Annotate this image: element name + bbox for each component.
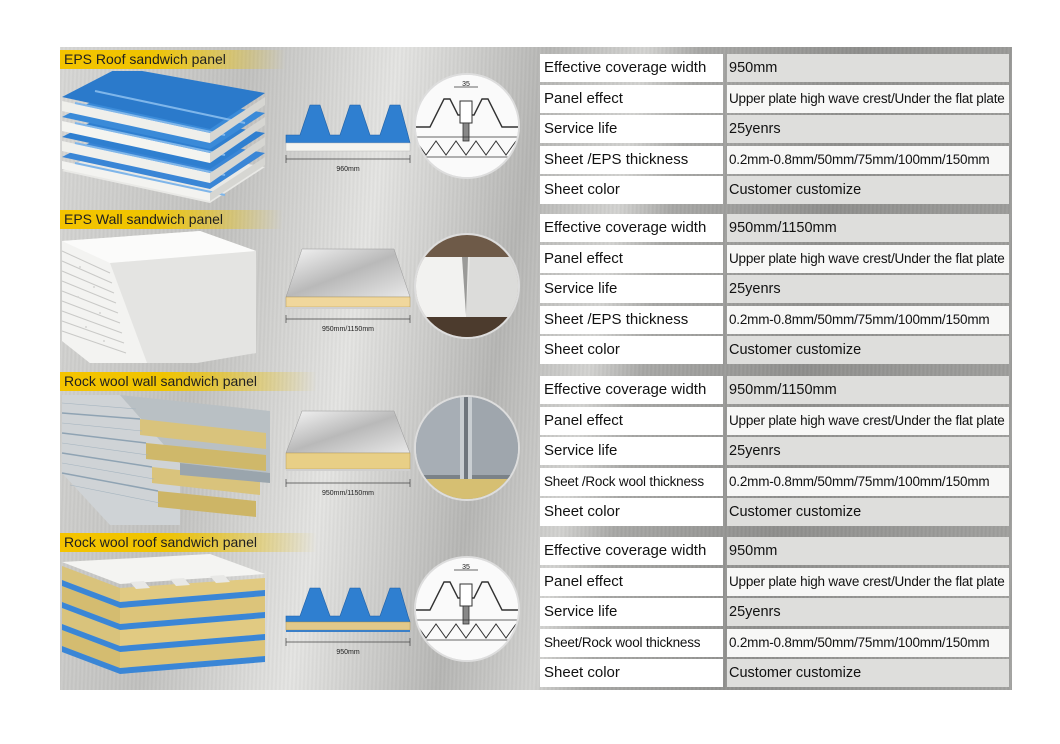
spec-value: 950mm bbox=[727, 537, 1009, 565]
panel-section-rock-wool-wall: Rock wool wall sandwich panel bbox=[60, 369, 1012, 530]
callout-dimension: 35 bbox=[462, 81, 470, 88]
dimension-label: 950mm/1150mm bbox=[322, 326, 374, 333]
spec-label: Sheet /EPS thickness bbox=[540, 305, 723, 334]
spec-value: Upper plate high wave crest/Under the fl… bbox=[727, 406, 1009, 435]
spec-value: 25yenrs bbox=[727, 115, 1009, 143]
spec-value: 950mm bbox=[727, 54, 1009, 82]
product-spec-sheet: EPS Roof sandwich panel bbox=[60, 47, 1012, 690]
rock-wool-roof-profile-drawing: 950mm bbox=[285, 587, 411, 656]
spec-value: 0.2mm-0.8mm/50mm/75mm/100mm/150mm bbox=[727, 305, 1009, 334]
dimension-label: 950mm bbox=[336, 649, 360, 656]
spec-value: Customer customize bbox=[727, 176, 1009, 204]
rock-wool-wall-profile-drawing: 950mm/1150mm bbox=[285, 410, 411, 497]
wall-joint-detail-circle bbox=[416, 235, 518, 337]
spec-label: Sheet/Rock wool thickness bbox=[540, 628, 723, 657]
spec-label: Panel effect bbox=[540, 244, 723, 273]
spec-value: Customer customize bbox=[727, 498, 1009, 526]
spec-value: Upper plate high wave crest/Under the fl… bbox=[727, 84, 1009, 113]
spec-label: Service life bbox=[540, 437, 723, 465]
spec-value: 0.2mm-0.8mm/50mm/75mm/100mm/150mm bbox=[727, 628, 1009, 657]
spec-label: Service life bbox=[540, 275, 723, 303]
section-title: EPS Wall sandwich panel bbox=[60, 210, 284, 229]
spec-value: 950mm/1150mm bbox=[727, 214, 1009, 242]
wall-panel-stack-photo bbox=[61, 231, 256, 363]
wall-panel-profile-drawing: 950mm/1150mm bbox=[285, 248, 411, 333]
spec-value: 25yenrs bbox=[727, 275, 1009, 303]
spec-label: Sheet color bbox=[540, 659, 723, 687]
spec-value: Upper plate high wave crest/Under the fl… bbox=[727, 244, 1009, 273]
panel-section-eps-roof: EPS Roof sandwich panel bbox=[60, 47, 1012, 208]
dimension-label: 960mm bbox=[336, 166, 360, 173]
spec-value: 950mm/1150mm bbox=[727, 376, 1009, 404]
panel-section-rock-wool-roof: Rock wool roof sandwich panel bbox=[60, 530, 1012, 691]
spec-value: 0.2mm-0.8mm/50mm/75mm/100mm/150mm bbox=[727, 145, 1009, 174]
spec-label: Sheet color bbox=[540, 498, 723, 526]
rock-wool-roof-joint-detail-circle: 35 bbox=[416, 558, 518, 660]
rock-wool-wall-stack-photo bbox=[61, 395, 270, 525]
spec-value: Customer customize bbox=[727, 336, 1009, 364]
spec-value: 25yenrs bbox=[727, 437, 1009, 465]
spec-label: Effective coverage width bbox=[540, 537, 723, 565]
callout-dimension: 35 bbox=[462, 564, 470, 571]
spec-value: Customer customize bbox=[727, 659, 1009, 687]
spec-value: Upper plate high wave crest/Under the fl… bbox=[727, 567, 1009, 596]
roof-panel-profile-drawing: 960mm bbox=[285, 104, 411, 173]
spec-value: 0.2mm-0.8mm/50mm/75mm/100mm/150mm bbox=[727, 467, 1009, 496]
spec-label: Effective coverage width bbox=[540, 376, 723, 404]
rock-wool-wall-joint-detail-circle bbox=[416, 397, 518, 499]
spec-label: Panel effect bbox=[540, 84, 723, 113]
section-title: Rock wool roof sandwich panel bbox=[60, 533, 317, 552]
spec-label: Effective coverage width bbox=[540, 54, 723, 82]
spec-label: Sheet color bbox=[540, 336, 723, 364]
spec-label: Panel effect bbox=[540, 567, 723, 596]
spec-label: Effective coverage width bbox=[540, 214, 723, 242]
rock-wool-roof-stack-photo bbox=[62, 554, 265, 674]
spec-label: Service life bbox=[540, 115, 723, 143]
panel-section-eps-wall: EPS Wall sandwich panel bbox=[60, 207, 1012, 368]
roof-panel-stack-photo bbox=[62, 71, 265, 203]
spec-label: Sheet /EPS thickness bbox=[540, 145, 723, 174]
spec-label: Service life bbox=[540, 598, 723, 626]
section-title: Rock wool wall sandwich panel bbox=[60, 372, 317, 391]
spec-label: Panel effect bbox=[540, 406, 723, 435]
spec-value: 25yenrs bbox=[727, 598, 1009, 626]
spec-label: Sheet /Rock wool thickness bbox=[540, 467, 723, 496]
spec-label: Sheet color bbox=[540, 176, 723, 204]
roof-joint-detail-circle: 35 bbox=[416, 75, 518, 177]
section-title: EPS Roof sandwich panel bbox=[60, 50, 286, 69]
dimension-label: 950mm/1150mm bbox=[322, 490, 374, 497]
